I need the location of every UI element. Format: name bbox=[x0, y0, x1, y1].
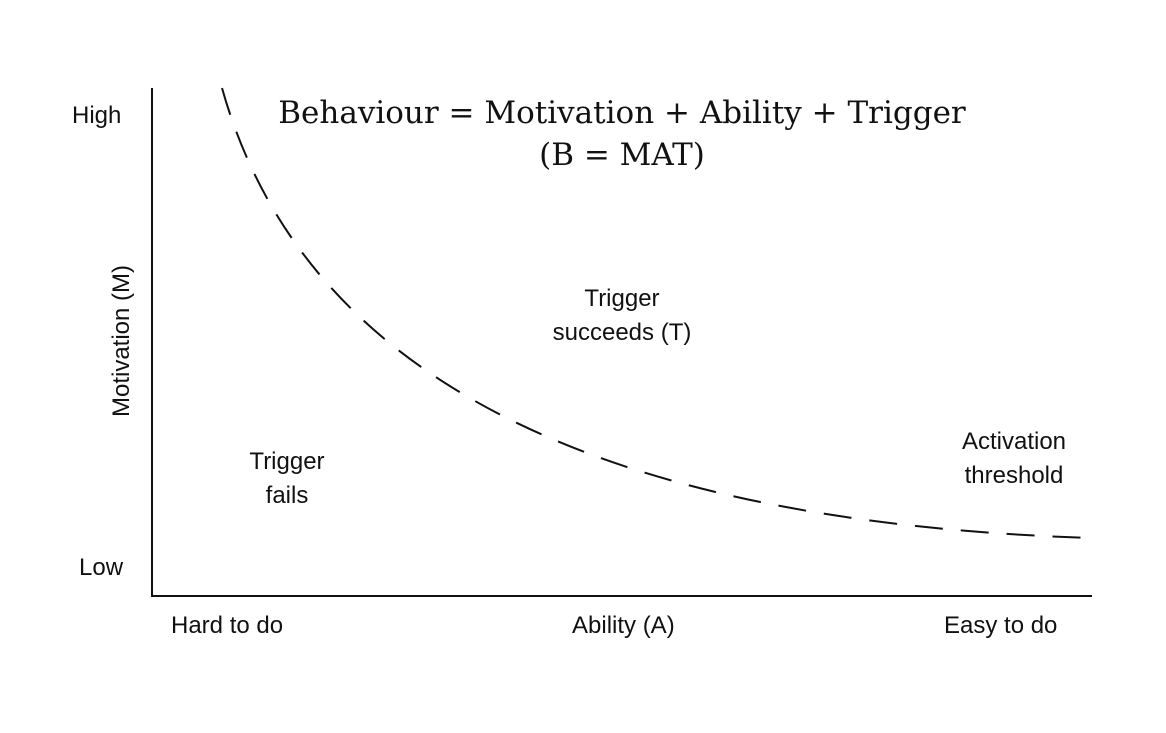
activation-threshold-curve bbox=[221, 87, 1093, 539]
activation-threshold-line1: Activation bbox=[961, 428, 1067, 455]
trigger-succeeds-line2: succeeds (T) bbox=[552, 318, 692, 346]
formula-title: Behaviour = Motivation + Ability + Trigg… bbox=[278, 95, 966, 131]
formula-title-block: Behaviour = Motivation + Ability + Trigg… bbox=[260, 92, 984, 176]
trigger-fails-line1: Trigger bbox=[249, 448, 325, 475]
y-axis-low-label: Low bbox=[79, 554, 124, 581]
x-axis-title: Ability (A) bbox=[572, 612, 675, 639]
trigger-fails-line2: fails bbox=[265, 481, 309, 509]
activation-threshold-line2: threshold bbox=[964, 461, 1064, 489]
x-axis-easy-label: Easy to do bbox=[944, 612, 1058, 639]
trigger-succeeds-label: Trigger succeeds (T) bbox=[522, 282, 722, 349]
formula-abbreviation: (B = MAT) bbox=[539, 137, 705, 173]
y-axis-title: Motivation (M) bbox=[108, 264, 136, 418]
y-axis-high-label: High bbox=[72, 102, 122, 129]
trigger-fails-label: Trigger fails bbox=[217, 445, 357, 512]
activation-threshold-label: Activation threshold bbox=[934, 425, 1094, 492]
x-axis-hard-label: Hard to do bbox=[171, 612, 284, 639]
trigger-succeeds-line1: Trigger bbox=[584, 285, 660, 312]
